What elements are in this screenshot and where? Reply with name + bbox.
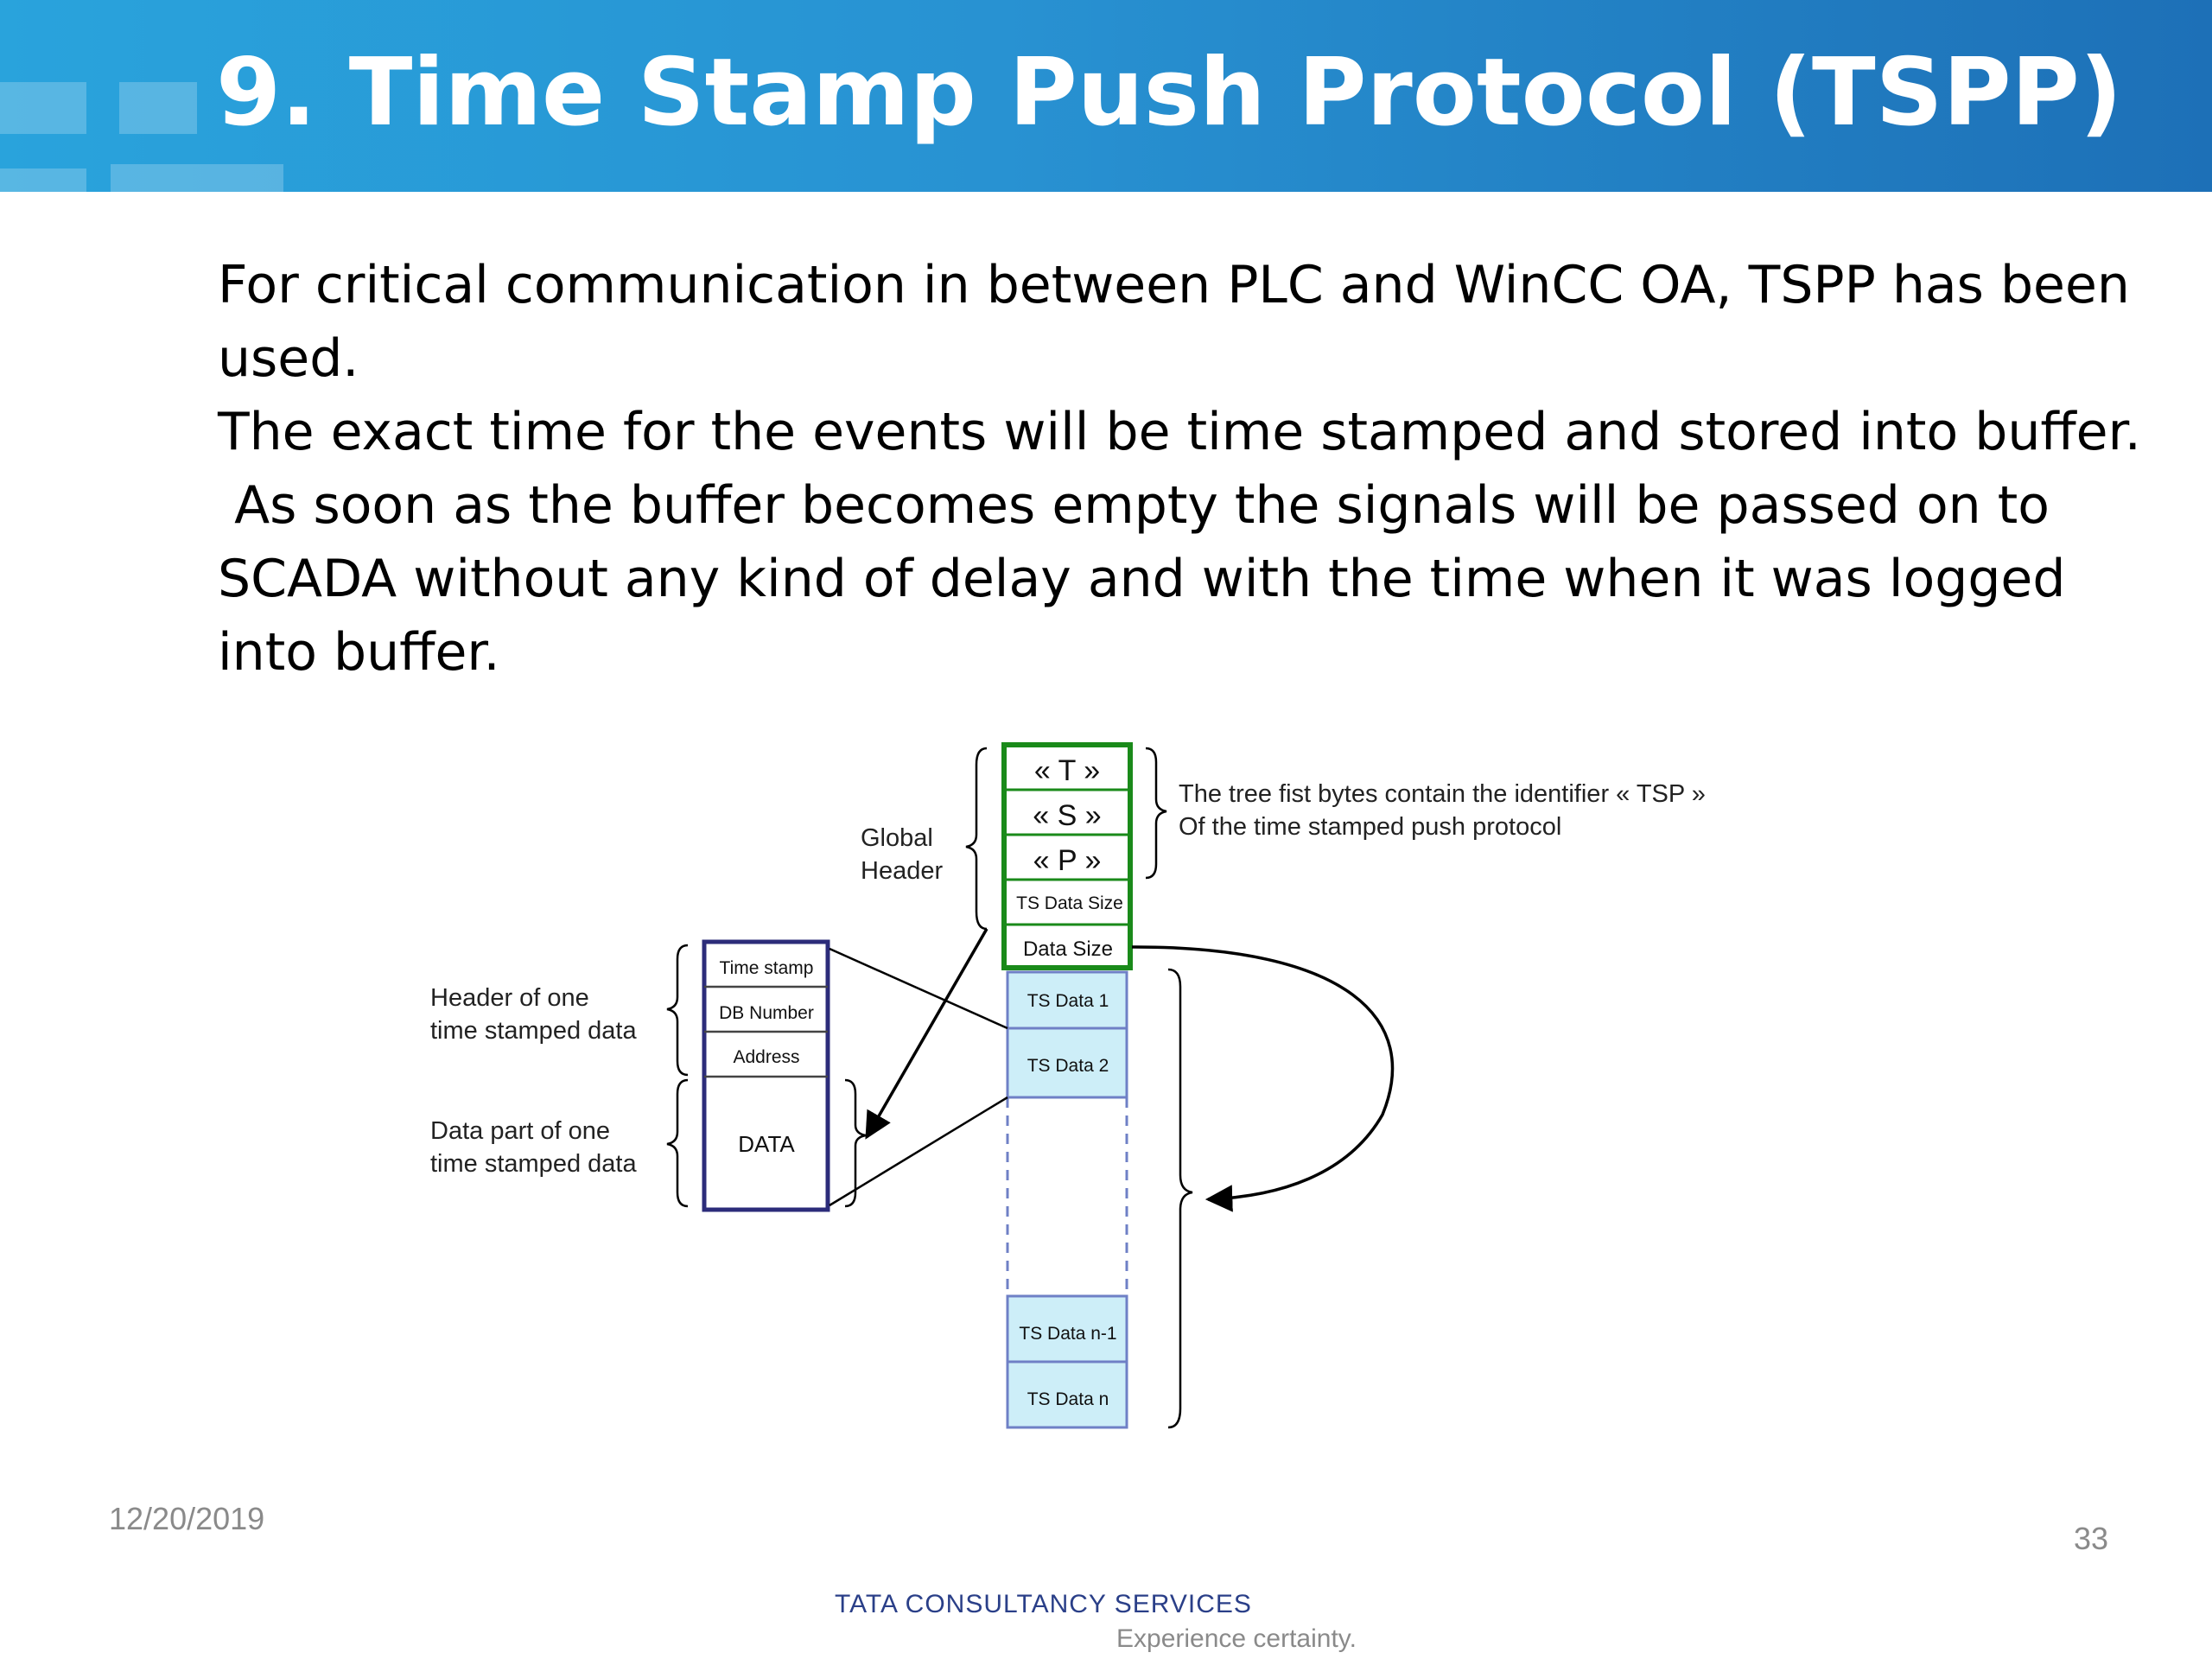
date-text: 12/20/2019 bbox=[109, 1501, 265, 1536]
cell-text-ts-data-n-1: TS Data n-1 bbox=[1019, 1324, 1116, 1344]
label-data-part: time stamped data bbox=[430, 1150, 637, 1178]
cell-text-data: DATA bbox=[738, 1131, 795, 1157]
label-data-part: Data part of one bbox=[430, 1117, 610, 1145]
data-right-brace bbox=[844, 1078, 867, 1208]
body-text: For critical communication in between PL… bbox=[218, 249, 2162, 690]
paragraph: For critical communication in between PL… bbox=[218, 255, 2130, 389]
cell-text-time-stamp: Time stamp bbox=[720, 958, 814, 978]
company-logo: TATA CONSULTANCY SERVICES Experience cer… bbox=[835, 1590, 1357, 1653]
cell-text-s: « S » bbox=[1033, 799, 1101, 832]
decor-square bbox=[0, 168, 86, 192]
ts-data-cell bbox=[1006, 1360, 1128, 1429]
label-identifier-note: Of the time stamped push protocol bbox=[1179, 813, 1561, 841]
data-brace bbox=[666, 1078, 689, 1208]
label-global-header: Global bbox=[861, 824, 933, 852]
logo-name: TATA CONSULTANCY SERVICES bbox=[835, 1590, 1252, 1618]
decor-square bbox=[111, 164, 197, 192]
header-brace bbox=[666, 944, 689, 1077]
global-header-brace bbox=[965, 747, 988, 931]
cell-text-ts-data-size: TS Data Size bbox=[1016, 893, 1123, 913]
slide-title: 9. Time Stamp Push Protocol (TSPP) bbox=[216, 39, 2123, 147]
cell-text-address: Address bbox=[733, 1047, 799, 1067]
cell-text-db-number: DB Number bbox=[719, 1003, 814, 1023]
cell-text-ts-data-2: TS Data 2 bbox=[1027, 1056, 1109, 1076]
cell-text-ts-data-1: TS Data 1 bbox=[1027, 991, 1109, 1011]
cell-text-data-size: Data Size bbox=[1023, 938, 1113, 961]
cell-text-p: « P » bbox=[1033, 844, 1102, 877]
ts-data-size-arrow bbox=[1131, 945, 1395, 1212]
expand-line bbox=[829, 947, 1008, 1030]
decor-square bbox=[119, 82, 197, 134]
paragraph: The exact time for the events will be ti… bbox=[218, 402, 2141, 462]
identifier-brace bbox=[1145, 747, 1167, 880]
ts-data-brace bbox=[1167, 968, 1193, 1429]
ts-data-cell bbox=[1006, 1027, 1128, 1099]
global-header-box bbox=[1001, 742, 1133, 970]
page-number: 33 bbox=[2074, 1521, 2109, 1556]
cell-text-t: « T » bbox=[1034, 754, 1100, 787]
label-header-of-one: Header of one bbox=[430, 984, 589, 1012]
data-size-arrow bbox=[865, 928, 988, 1140]
decor-square bbox=[197, 164, 283, 192]
ts-data-cell bbox=[1006, 1294, 1128, 1363]
paragraph: As soon as the buffer becomes empty the … bbox=[218, 475, 2082, 683]
cell-text-ts-data-n: TS Data n bbox=[1027, 1389, 1109, 1409]
label-header-of-one: time stamped data bbox=[430, 1017, 637, 1045]
slide-date: 12/20/2019 bbox=[109, 1497, 273, 1541]
ts-data-cell bbox=[1006, 970, 1128, 1030]
decor-square bbox=[0, 82, 86, 134]
label-identifier-note: The tree fist bytes contain the identifi… bbox=[1179, 780, 1706, 808]
label-global-header: Header bbox=[861, 857, 943, 885]
expand-line bbox=[829, 1096, 1008, 1207]
logo-tagline: Experience certainty. bbox=[1116, 1624, 1357, 1653]
title-bar: 9. Time Stamp Push Protocol (TSPP) bbox=[0, 0, 2212, 192]
